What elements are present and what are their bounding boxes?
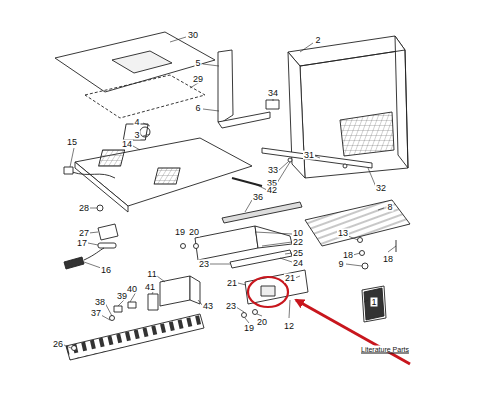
sensor — [98, 243, 116, 248]
screw — [358, 238, 363, 243]
callout-number: 11 — [146, 270, 157, 279]
callout-number: 42 — [266, 186, 278, 195]
hinge-bracket — [255, 226, 292, 248]
control-board — [148, 294, 158, 310]
callout-number: 2 — [314, 36, 321, 45]
switch — [64, 257, 84, 269]
frame-bar — [218, 112, 270, 128]
booklet-cover — [364, 288, 384, 320]
control-housing — [160, 276, 190, 306]
callout-number: 5 — [194, 59, 201, 68]
screw — [181, 244, 186, 249]
callout-number: 38 — [94, 298, 106, 307]
callout-number: 18 — [342, 251, 354, 260]
label-plate — [98, 224, 118, 240]
callout-number: 18 — [382, 255, 394, 264]
callout-number: 24 — [292, 259, 304, 268]
callout-number: 17 — [76, 239, 88, 248]
screw — [194, 244, 199, 249]
clip — [266, 100, 279, 109]
tube — [232, 178, 262, 186]
callout-number: 9 — [337, 260, 344, 269]
screw — [343, 164, 347, 168]
connector — [64, 167, 73, 174]
door-frame — [218, 50, 233, 122]
base-tray — [75, 138, 252, 206]
callout-number: 15 — [66, 138, 78, 147]
callout-number: 14 — [121, 140, 133, 149]
fan-opening — [99, 150, 125, 166]
leader-lines — [64, 37, 396, 348]
knob — [128, 302, 136, 308]
tray-edge — [75, 162, 128, 212]
hinge-bracket — [195, 226, 258, 260]
screw — [288, 158, 292, 162]
hinge-tab — [261, 286, 275, 296]
callout-number: 26 — [52, 340, 64, 349]
rail — [222, 202, 302, 223]
kick-plate — [66, 314, 204, 360]
screw — [360, 251, 365, 256]
callout-number: 3 — [133, 131, 140, 140]
callout-number: 37 — [90, 309, 102, 318]
callout-number: 12 — [283, 322, 295, 331]
callout-number: 23 — [198, 260, 210, 269]
screw — [97, 205, 103, 211]
callout-number: 27 — [78, 229, 90, 238]
callout-number: 4 — [133, 118, 140, 127]
fan-hub — [140, 127, 150, 137]
callout-number: 19 — [174, 228, 186, 237]
highlight-circle — [248, 277, 288, 307]
callout-number: 21 — [226, 279, 238, 288]
callout-number: 41 — [144, 283, 156, 292]
highlight-arrow — [296, 300, 410, 364]
switch-wire — [84, 248, 104, 260]
callout-number: 20 — [188, 228, 200, 237]
screw — [253, 310, 258, 315]
screw — [242, 313, 247, 318]
callout-number: 13 — [337, 229, 349, 238]
fan-opening — [154, 168, 180, 184]
bracket-strip — [230, 250, 292, 268]
callout-number: 43 — [202, 302, 214, 311]
callout-number: 32 — [375, 184, 387, 193]
control-housing-side — [190, 276, 200, 304]
screw — [72, 346, 77, 351]
callout-number: 19 — [243, 324, 255, 333]
nut — [362, 263, 368, 269]
callout-number: 36 — [252, 193, 264, 202]
callout-number: 28 — [78, 204, 90, 213]
hinge-bracket — [245, 270, 308, 304]
callout-number: 23 — [225, 302, 237, 311]
callout-number: 21 — [284, 274, 296, 283]
callout-number: 29 — [192, 75, 204, 84]
literature-booklet — [362, 286, 386, 322]
callout-number: 8 — [386, 203, 393, 212]
insulation-sheet — [85, 75, 205, 118]
panel-recess — [112, 51, 172, 73]
callout-number: 20 — [256, 318, 268, 327]
grille-panel — [305, 200, 410, 246]
callout-number: 34 — [267, 89, 279, 98]
callout-number: 6 — [194, 104, 201, 113]
callout-number: 39 — [116, 292, 128, 301]
cabinet-top — [288, 36, 405, 66]
knob — [114, 306, 122, 312]
screw — [110, 316, 115, 321]
callout-number: 30 — [187, 31, 199, 40]
callout-number: 16 — [100, 266, 112, 275]
section-label: Literature Parts — [360, 346, 410, 353]
callout-number: 33 — [267, 166, 279, 175]
wire-harness — [72, 172, 115, 178]
callout-number: 22 — [292, 238, 304, 247]
cabinet-liner — [340, 112, 394, 156]
callout-number: 1 — [370, 298, 377, 307]
callout-number: 25 — [292, 249, 304, 258]
callout-number: 10 — [292, 229, 304, 238]
callout-number: 31 — [303, 151, 315, 160]
